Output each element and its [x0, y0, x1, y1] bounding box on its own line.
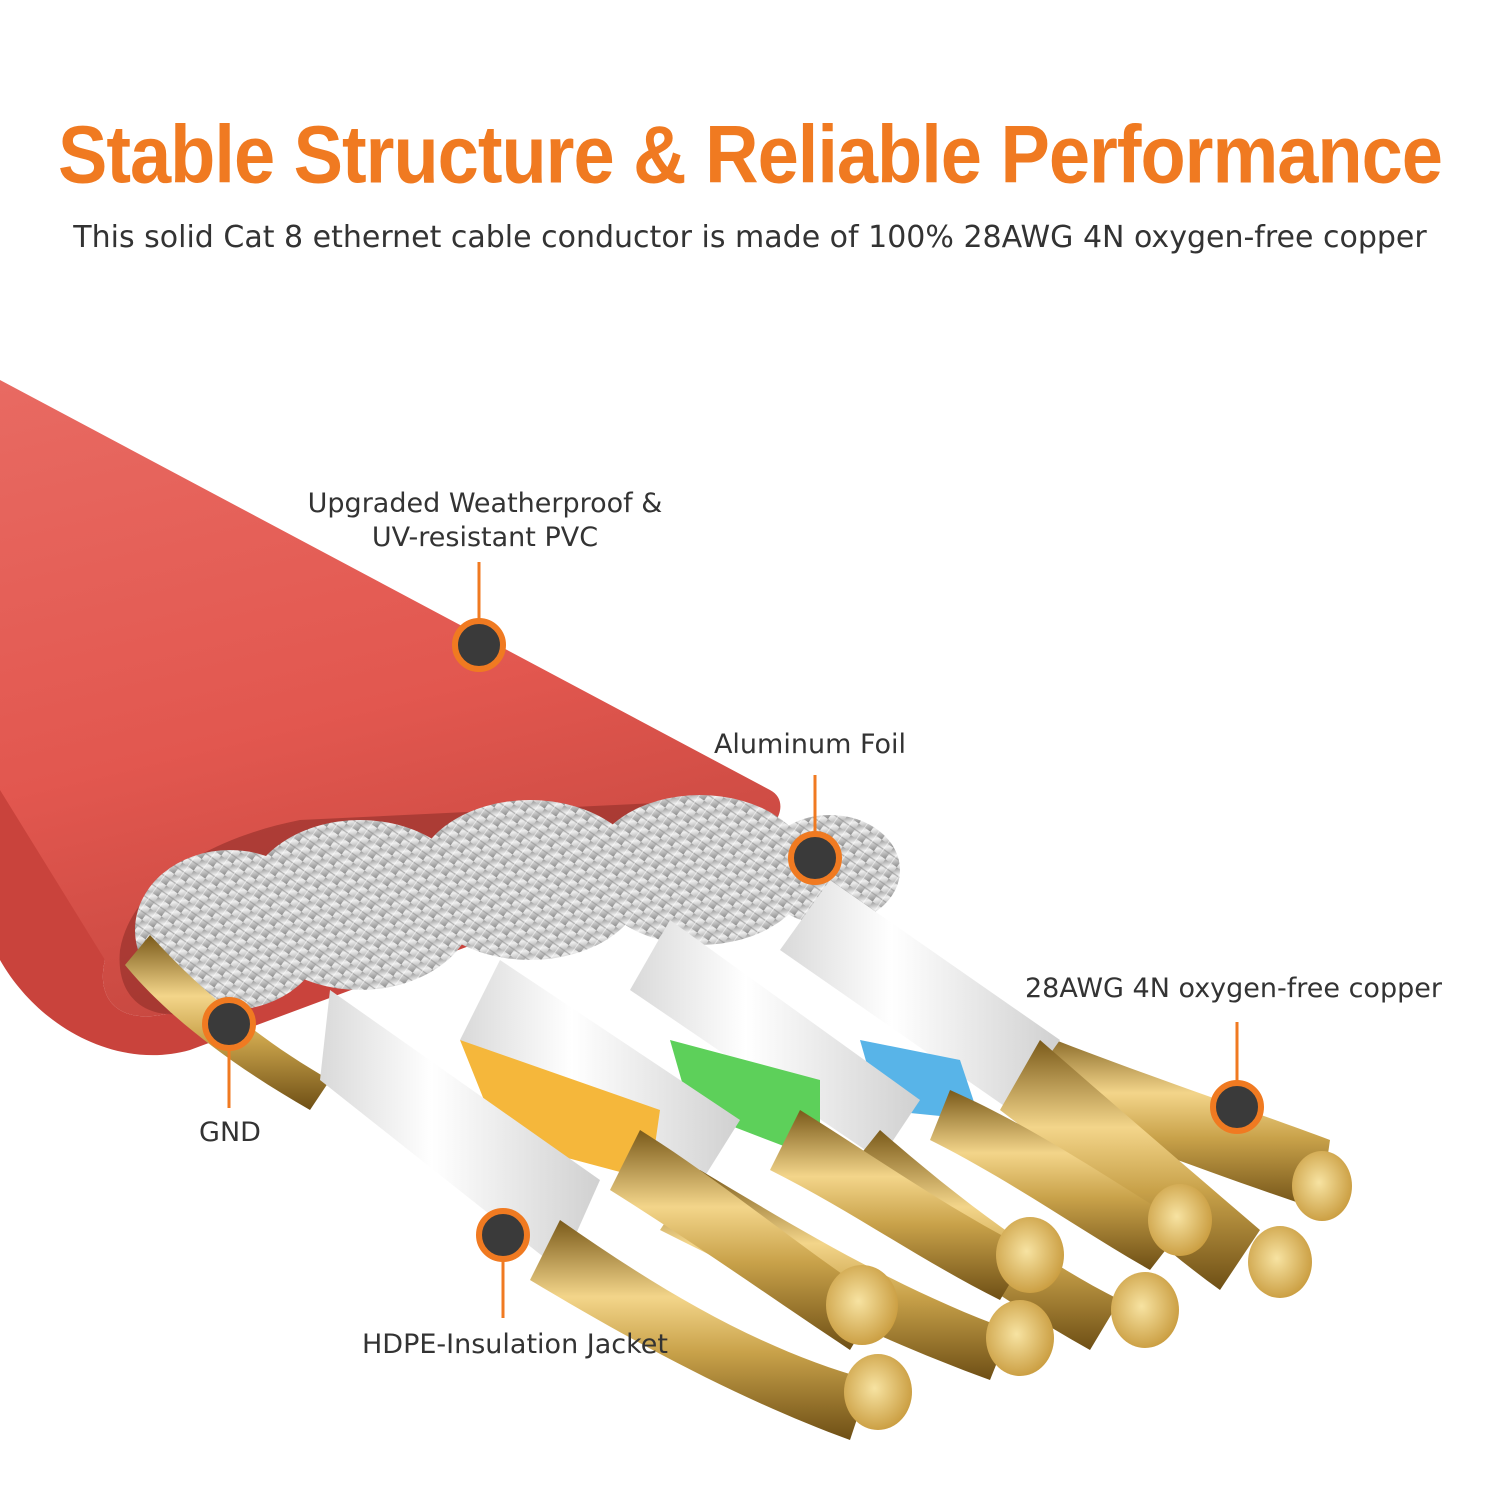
subheadline: This solid Cat 8 ethernet cable conducto… — [73, 220, 1427, 255]
callout-pvc: Upgraded Weatherproof & UV-resistant PVC — [300, 487, 670, 555]
wire-pairs — [320, 880, 1352, 1440]
callout-pvc-line1: Upgraded Weatherproof & — [307, 488, 663, 519]
callout-copper: 28AWG 4N oxygen-free copper — [1025, 973, 1442, 1004]
callout-hdpe: HDPE-Insulation Jacket — [361, 1329, 668, 1360]
headline: Stable Structure & Reliable Performance — [58, 108, 1443, 201]
callout-gnd: GND — [199, 1117, 261, 1148]
callout-aluminum-foil: Aluminum Foil — [713, 729, 907, 760]
callout-markers — [202, 562, 1264, 1318]
callout-pvc-line2: UV-resistant PVC — [371, 522, 599, 553]
